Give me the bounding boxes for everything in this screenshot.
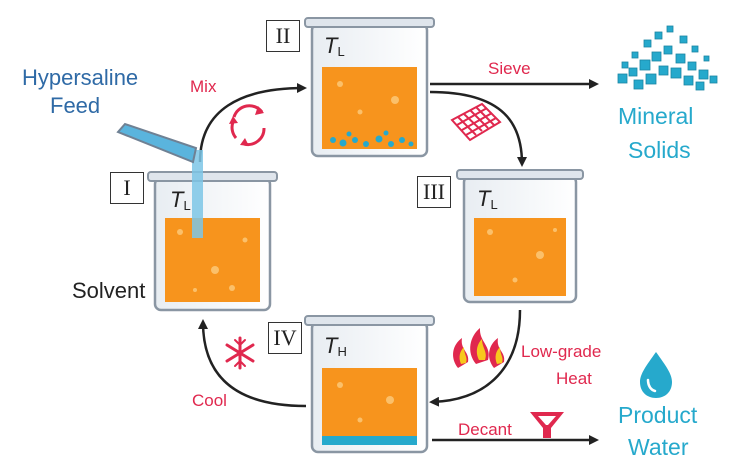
mineral-label-line1: Mineral <box>618 103 694 129</box>
recycle-arrows-icon <box>229 104 266 146</box>
funnel-icon <box>530 412 564 438</box>
beaker-I <box>147 171 278 312</box>
solvent-label: Solvent <box>72 278 146 303</box>
heat-label-line1: Low-grade <box>521 342 602 361</box>
cool-label: Cool <box>192 391 227 410</box>
water-label-line1: Product <box>618 402 698 428</box>
decant-label: Decant <box>458 420 512 439</box>
sieve-label: Sieve <box>488 59 531 78</box>
beaker-IV <box>304 315 435 454</box>
temp-label-III: TL <box>477 186 498 212</box>
stage-label-I: I <box>110 172 144 204</box>
crystal-pile-icon <box>617 25 718 91</box>
mix-label: Mix <box>190 77 217 96</box>
arrow-IV-to-I <box>198 319 307 408</box>
temp-label-I: TL <box>170 187 191 213</box>
flame-icon <box>453 328 505 368</box>
water-drop-icon <box>640 352 672 398</box>
feed-label-line2: Feed <box>50 93 101 118</box>
feed-pour <box>116 122 203 238</box>
feed-label-line1: Hypersaline <box>22 65 139 90</box>
arrow-II-to-III <box>429 90 527 167</box>
snowflake-icon <box>225 336 255 370</box>
temp-label-IV: TH <box>324 333 347 359</box>
arrow-III-to-IV <box>429 309 522 407</box>
stage-label-III: III <box>417 176 451 208</box>
arrow-I-to-II <box>198 83 307 163</box>
stage-label-II: II <box>266 20 300 52</box>
beaker-III <box>456 169 584 304</box>
mineral-label-line2: Solids <box>628 137 691 163</box>
heat-label-line2: Heat <box>556 369 592 388</box>
stage-label-IV: IV <box>268 322 302 354</box>
temp-label-II: TL <box>324 33 345 59</box>
water-label-line2: Water <box>628 434 689 460</box>
beaker-II <box>304 17 435 158</box>
sieve-mesh-icon <box>450 102 502 142</box>
